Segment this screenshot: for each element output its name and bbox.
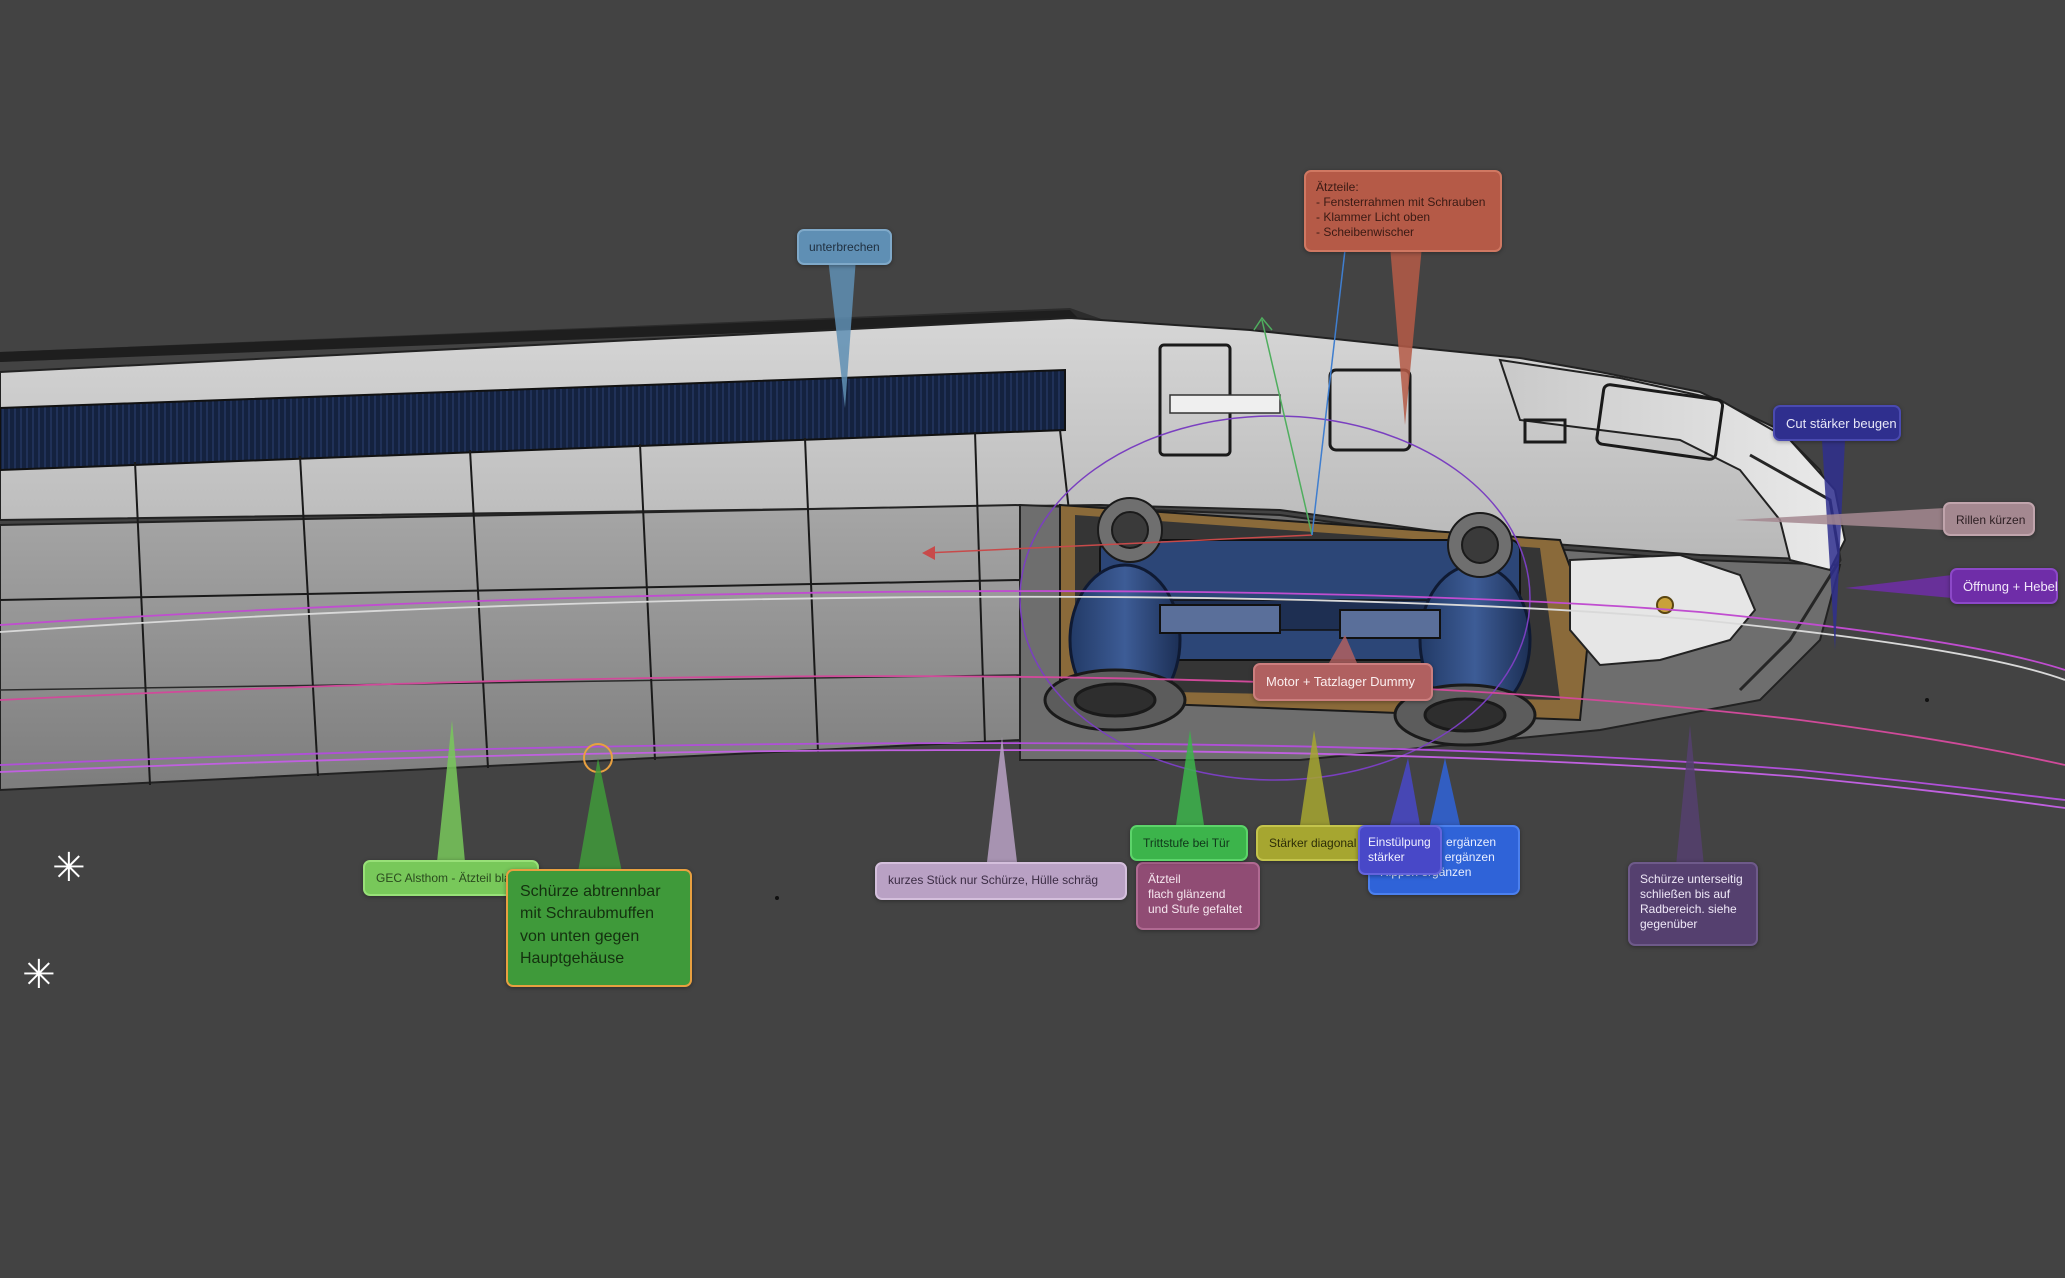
- annotation-trittstufe[interactable]: Trittstufe bei Tür: [1130, 825, 1248, 861]
- annotation-line: gegenüber: [1640, 917, 1698, 931]
- annotation-aetzteil-flach[interactable]: Ätzteil flach glänzend und Stufe gefalte…: [1136, 862, 1260, 930]
- annotation-title: Ätzteile:: [1316, 180, 1359, 194]
- annotation-line: Ätzteil: [1148, 872, 1181, 886]
- annotation-line: - Klammer Licht oben: [1316, 210, 1431, 224]
- annotation-line: - Fensterrahmen mit Schrauben: [1316, 195, 1486, 209]
- annotation-text: unterbrechen: [809, 240, 880, 254]
- annotation-line: von unten gegen: [520, 927, 640, 945]
- annotation-pointers: [437, 246, 1952, 872]
- annotation-line: Schürze unterseitig: [1640, 872, 1743, 886]
- annotation-text: Stärker diagonal: [1269, 836, 1357, 850]
- annotation-line: stärker: [1368, 850, 1405, 864]
- annotation-line: und Stufe gefaltet: [1148, 902, 1243, 916]
- light-sparkle-icon: ✳: [52, 845, 86, 891]
- roof-dark-band: [0, 310, 1080, 362]
- annotation-kurzes-stueck[interactable]: kurzes Stück nur Schürze, Hülle schräg: [875, 862, 1127, 900]
- annotation-einstuelpung[interactable]: Einstülpung stärker: [1358, 825, 1442, 875]
- annotation-text: GEC Alsthom - Ätzteil blank: [376, 871, 524, 885]
- transform-gizmo: [922, 249, 1346, 560]
- annotation-line: mit Schraubmuffen: [520, 905, 654, 923]
- annotation-line: schließen bis auf: [1640, 887, 1731, 901]
- vent-grille: [0, 368, 1066, 472]
- annotation-line: Schürze abtrennbar: [520, 883, 661, 900]
- selection-ring: [1019, 415, 1531, 781]
- train-nose: [1498, 358, 1847, 572]
- annotation-line: Einstülpung: [1368, 835, 1431, 849]
- car-body-upper: [0, 316, 1842, 562]
- annotation-line: flach glänzend: [1148, 887, 1226, 901]
- annotation-text: Rillen kürzen: [1956, 513, 2026, 527]
- annotation-text: Cut stärker beugen: [1786, 416, 1897, 431]
- annotation-text: Motor + Tatzlager Dummy: [1266, 674, 1415, 689]
- annotation-text: Trittstufe bei Tür: [1143, 836, 1230, 850]
- annotation-schuerze-abtrennbar[interactable]: Schürze abtrennbar mit Schraubmuffen von…: [506, 869, 692, 987]
- annotation-aetzteile[interactable]: Ätzteile: - Fensterrahmen mit Schrauben …: [1304, 170, 1502, 252]
- annotation-cut-staerker[interactable]: Cut stärker beugen: [1773, 405, 1901, 441]
- annotation-motor[interactable]: Motor + Tatzlager Dummy: [1253, 663, 1433, 701]
- annotation-schuerze-unterseitig[interactable]: Schürze unterseitig schließen bis auf Ra…: [1628, 862, 1758, 946]
- annotation-oeffnung[interactable]: Öffnung + Hebel: [1950, 568, 2058, 604]
- annotation-text: kurzes Stück nur Schürze, Hülle schräg: [888, 873, 1099, 887]
- annotation-text: Öffnung + Hebel: [1963, 579, 2058, 594]
- annotation-unterbrechen[interactable]: unterbrechen: [797, 229, 892, 265]
- annotation-line: Hauptgehäuse: [520, 950, 625, 968]
- light-sparkle-icon: ✳: [22, 952, 56, 998]
- annotation-line: - Scheibenwischer: [1316, 225, 1415, 239]
- annotation-rillen[interactable]: Rillen kürzen: [1943, 502, 2035, 536]
- car-body-lower: [0, 503, 1021, 792]
- annotation-line: Radbereich. siehe: [1640, 902, 1737, 916]
- annotation-staerker-diagonal[interactable]: Stärker diagonal: [1256, 825, 1374, 861]
